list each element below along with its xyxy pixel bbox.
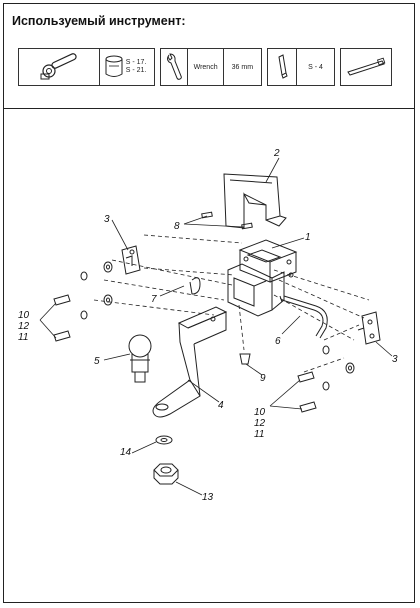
label-part-9: 9 xyxy=(260,373,266,384)
socket-icon xyxy=(105,55,123,77)
hex-key-icon xyxy=(268,49,298,85)
label-part-2: 2 xyxy=(273,148,280,159)
part-1-receiver xyxy=(227,239,298,317)
instruction-sheet: Используемый инструмент: S - 17. xyxy=(3,3,415,603)
label-part-13: 13 xyxy=(202,492,214,503)
label-part-12-left: 12 xyxy=(18,321,30,332)
part-2-bracket-plate xyxy=(223,173,287,229)
part-7-clip-pin xyxy=(189,277,201,295)
label-part-11-right: 11 xyxy=(254,429,264,440)
wrench-size: 36 mm xyxy=(231,63,254,71)
label-part-8: 8 xyxy=(174,221,180,232)
socket-size-17: S - 17. xyxy=(125,59,147,66)
label-part-3-left: 3 xyxy=(104,214,110,225)
tool-group-wrench: Wrench 36 mm xyxy=(160,48,262,86)
tool-group-extension xyxy=(340,48,392,86)
label-part-1: 1 xyxy=(305,232,311,243)
label-part-6: 6 xyxy=(275,336,281,347)
part-3-right-bracket xyxy=(357,311,381,345)
part-3-left-bracket xyxy=(121,245,141,275)
label-part-12-right: 12 xyxy=(254,418,266,429)
socket-cell: S - 17. S - 21. xyxy=(100,49,154,85)
tool-group-hex: S - 4 xyxy=(267,48,335,86)
left-fasteners xyxy=(53,261,113,342)
part-4-ball-mount xyxy=(152,306,228,418)
part-5-tow-ball xyxy=(128,334,152,383)
label-part-10-right: 10 xyxy=(254,407,266,418)
label-part-7: 7 xyxy=(151,294,157,305)
tools-section: Используемый инструмент: S - 17. xyxy=(4,4,414,109)
label-part-4: 4 xyxy=(218,400,224,411)
tools-title: Используемый инструмент: xyxy=(12,14,186,28)
label-part-3-right: 3 xyxy=(392,354,398,365)
hex-size: S - 4 xyxy=(308,63,323,71)
assembly-diagram: 2 8 1 3 7 6 10 12 11 5 4 9 3 10 12 11 14… xyxy=(18,148,398,503)
assembly-guide-lines xyxy=(93,234,370,373)
label-part-10-left: 10 xyxy=(18,310,30,321)
extension-bar-icon xyxy=(341,49,391,85)
ratchet-icon xyxy=(19,49,100,85)
label-part-5: 5 xyxy=(94,356,100,367)
label-part-14: 14 xyxy=(120,447,132,458)
label-part-11-left: 11 xyxy=(18,332,28,343)
leader-lines xyxy=(39,157,393,496)
socket-size-21: S - 21. xyxy=(125,67,147,74)
right-fasteners xyxy=(297,345,355,413)
part-6-hitch-pin xyxy=(279,295,328,339)
part-13-hex-nut xyxy=(153,463,179,485)
wrench-icon xyxy=(161,49,189,85)
tool-group-ratchet: S - 17. S - 21. xyxy=(18,48,155,86)
part-14-lock-washer xyxy=(155,435,173,445)
wrench-label: Wrench xyxy=(188,49,224,85)
part-9-bolt xyxy=(239,353,251,365)
